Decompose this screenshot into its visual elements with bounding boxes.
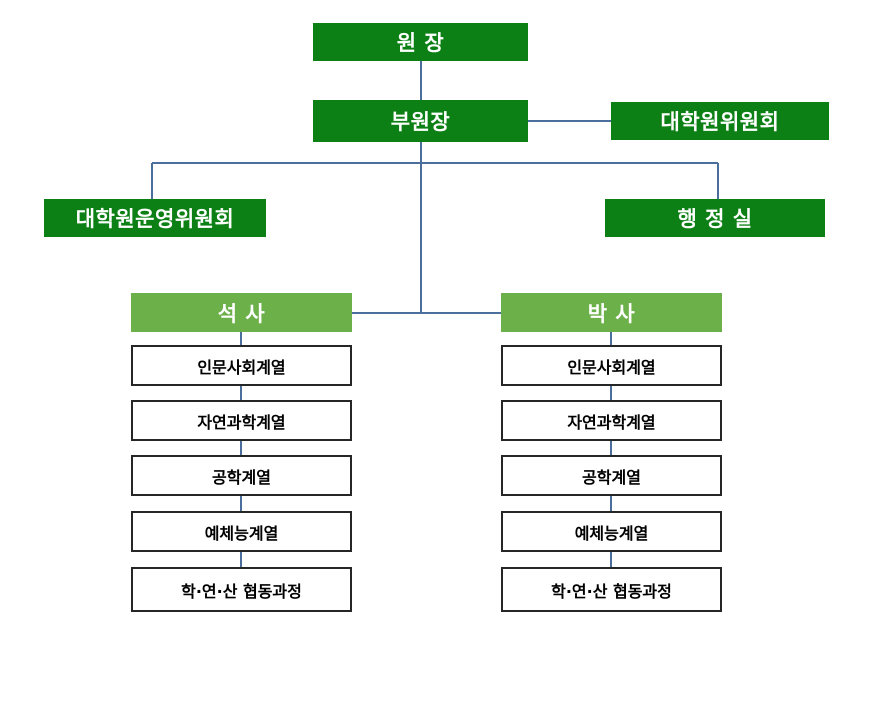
node-operating-committee[interactable]: 대학원운영위원회 [44,199,266,237]
masters-program-item[interactable]: 공학계열 [131,455,352,496]
doctoral-program-item[interactable]: 학·연·산 협동과정 [501,567,722,612]
doctoral-program-item[interactable]: 인문사회계열 [501,345,722,386]
node-vice-director[interactable]: 부원장 [313,100,528,142]
node-graduate-committee[interactable]: 대학원위원회 [611,102,829,140]
doctoral-program-item[interactable]: 예체능계열 [501,511,722,552]
node-masters[interactable]: 석 사 [131,293,352,332]
doctoral-program-item[interactable]: 공학계열 [501,455,722,496]
node-admin-office[interactable]: 행 정 실 [605,199,825,237]
node-director[interactable]: 원 장 [313,23,528,61]
masters-program-item[interactable]: 자연과학계열 [131,400,352,441]
masters-program-item[interactable]: 인문사회계열 [131,345,352,386]
masters-program-item[interactable]: 예체능계열 [131,511,352,552]
node-doctoral[interactable]: 박 사 [501,293,722,332]
masters-program-item[interactable]: 학·연·산 협동과정 [131,567,352,612]
doctoral-program-item[interactable]: 자연과학계열 [501,400,722,441]
